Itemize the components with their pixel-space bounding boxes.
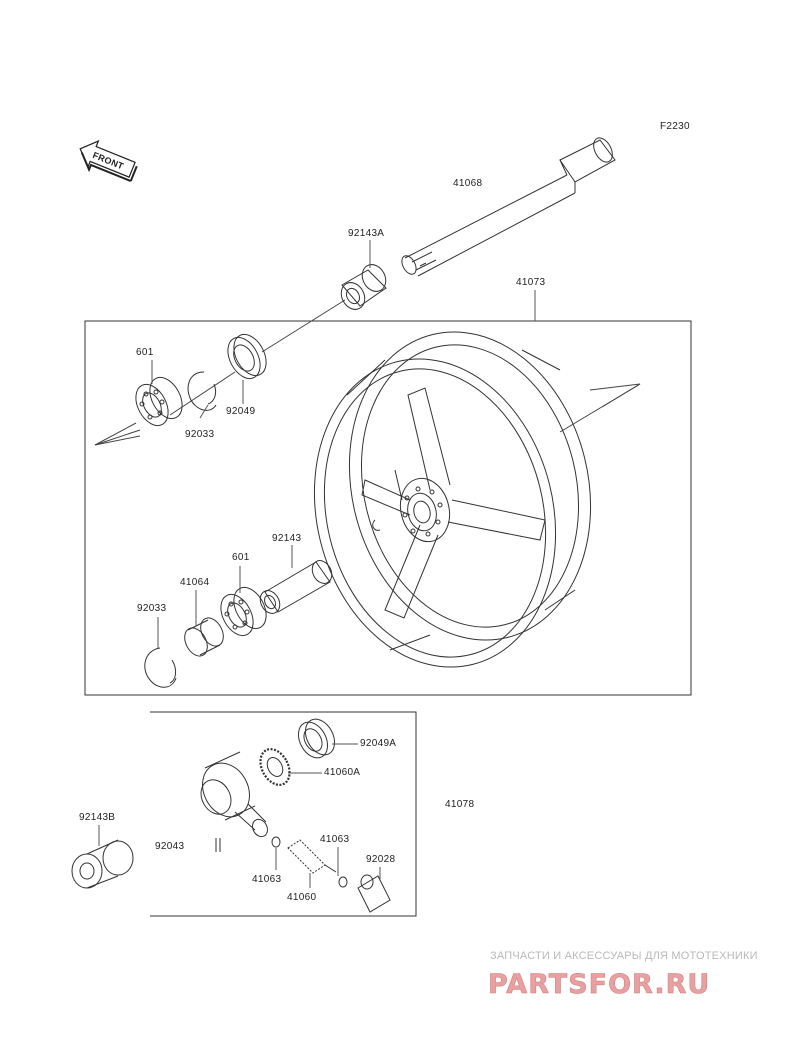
seal-92049a-shape bbox=[297, 718, 336, 759]
front-wheel-shape bbox=[313, 331, 592, 668]
callout-41063-left: 41063 bbox=[252, 874, 282, 885]
callout-41060: 41060 bbox=[287, 892, 317, 903]
callout-92043: 92043 bbox=[155, 841, 185, 852]
callout-41064: 41064 bbox=[180, 577, 210, 588]
watermark-brand-logo: PARTSFOR.RU bbox=[488, 969, 710, 1001]
svg-text:PARTSFOR.RU: PARTSFOR.RU bbox=[488, 969, 710, 1000]
bearing-601-top-shape bbox=[135, 376, 183, 427]
callout-92049: 92049 bbox=[226, 406, 256, 417]
circlip-92033-top-shape bbox=[187, 371, 217, 411]
callout-92143: 92143 bbox=[272, 533, 302, 544]
callout-92049a: 92049A bbox=[360, 738, 397, 749]
callout-41063-right: 41063 bbox=[320, 834, 350, 845]
collar-92143b-shape bbox=[71, 839, 134, 889]
pin-92043-shape bbox=[215, 838, 221, 852]
circlip-92033-bottom-shape bbox=[144, 647, 177, 688]
callout-601-top: 601 bbox=[136, 347, 154, 358]
bearing-601-bottom-shape bbox=[220, 586, 267, 637]
spacer-41064-shape bbox=[184, 617, 224, 657]
front-axle-shape bbox=[401, 137, 616, 277]
callout-92033-bottom: 92033 bbox=[137, 603, 167, 614]
diagram-code: F2230 bbox=[660, 121, 690, 132]
watermark-tagline: ЗАПЧАСТИ И АКСЕССУАРЫ ДЛЯ МОТОТЕХНИКИ bbox=[490, 950, 758, 962]
bushing-92028-shape bbox=[357, 874, 391, 913]
washer-41063-left-shape bbox=[271, 836, 281, 848]
seal-92049-shape bbox=[227, 333, 267, 380]
callout-92143b: 92143B bbox=[79, 812, 116, 823]
collar-92143-shape bbox=[259, 560, 333, 614]
pinion-41060-shape bbox=[287, 839, 337, 874]
washer-41063-right-shape bbox=[338, 876, 348, 888]
callout-92028: 92028 bbox=[366, 854, 396, 865]
meter-gear-frame bbox=[150, 711, 417, 917]
callout-41068: 41068 bbox=[453, 178, 483, 189]
callout-601-bottom: 601 bbox=[232, 552, 250, 563]
callout-92143a: 92143A bbox=[348, 228, 385, 239]
leader-lines bbox=[98, 240, 536, 888]
gear-housing-shape bbox=[200, 751, 268, 838]
callout-41073: 41073 bbox=[516, 277, 546, 288]
wheel-assembly-frame bbox=[84, 320, 692, 696]
gear-41060a-shape bbox=[259, 748, 291, 786]
front-arrow-icon bbox=[79, 139, 138, 182]
callout-92033-top: 92033 bbox=[185, 429, 215, 440]
collar-92143a-shape bbox=[340, 264, 387, 310]
callout-41060a: 41060A bbox=[324, 767, 361, 778]
callout-41078: 41078 bbox=[445, 799, 475, 810]
